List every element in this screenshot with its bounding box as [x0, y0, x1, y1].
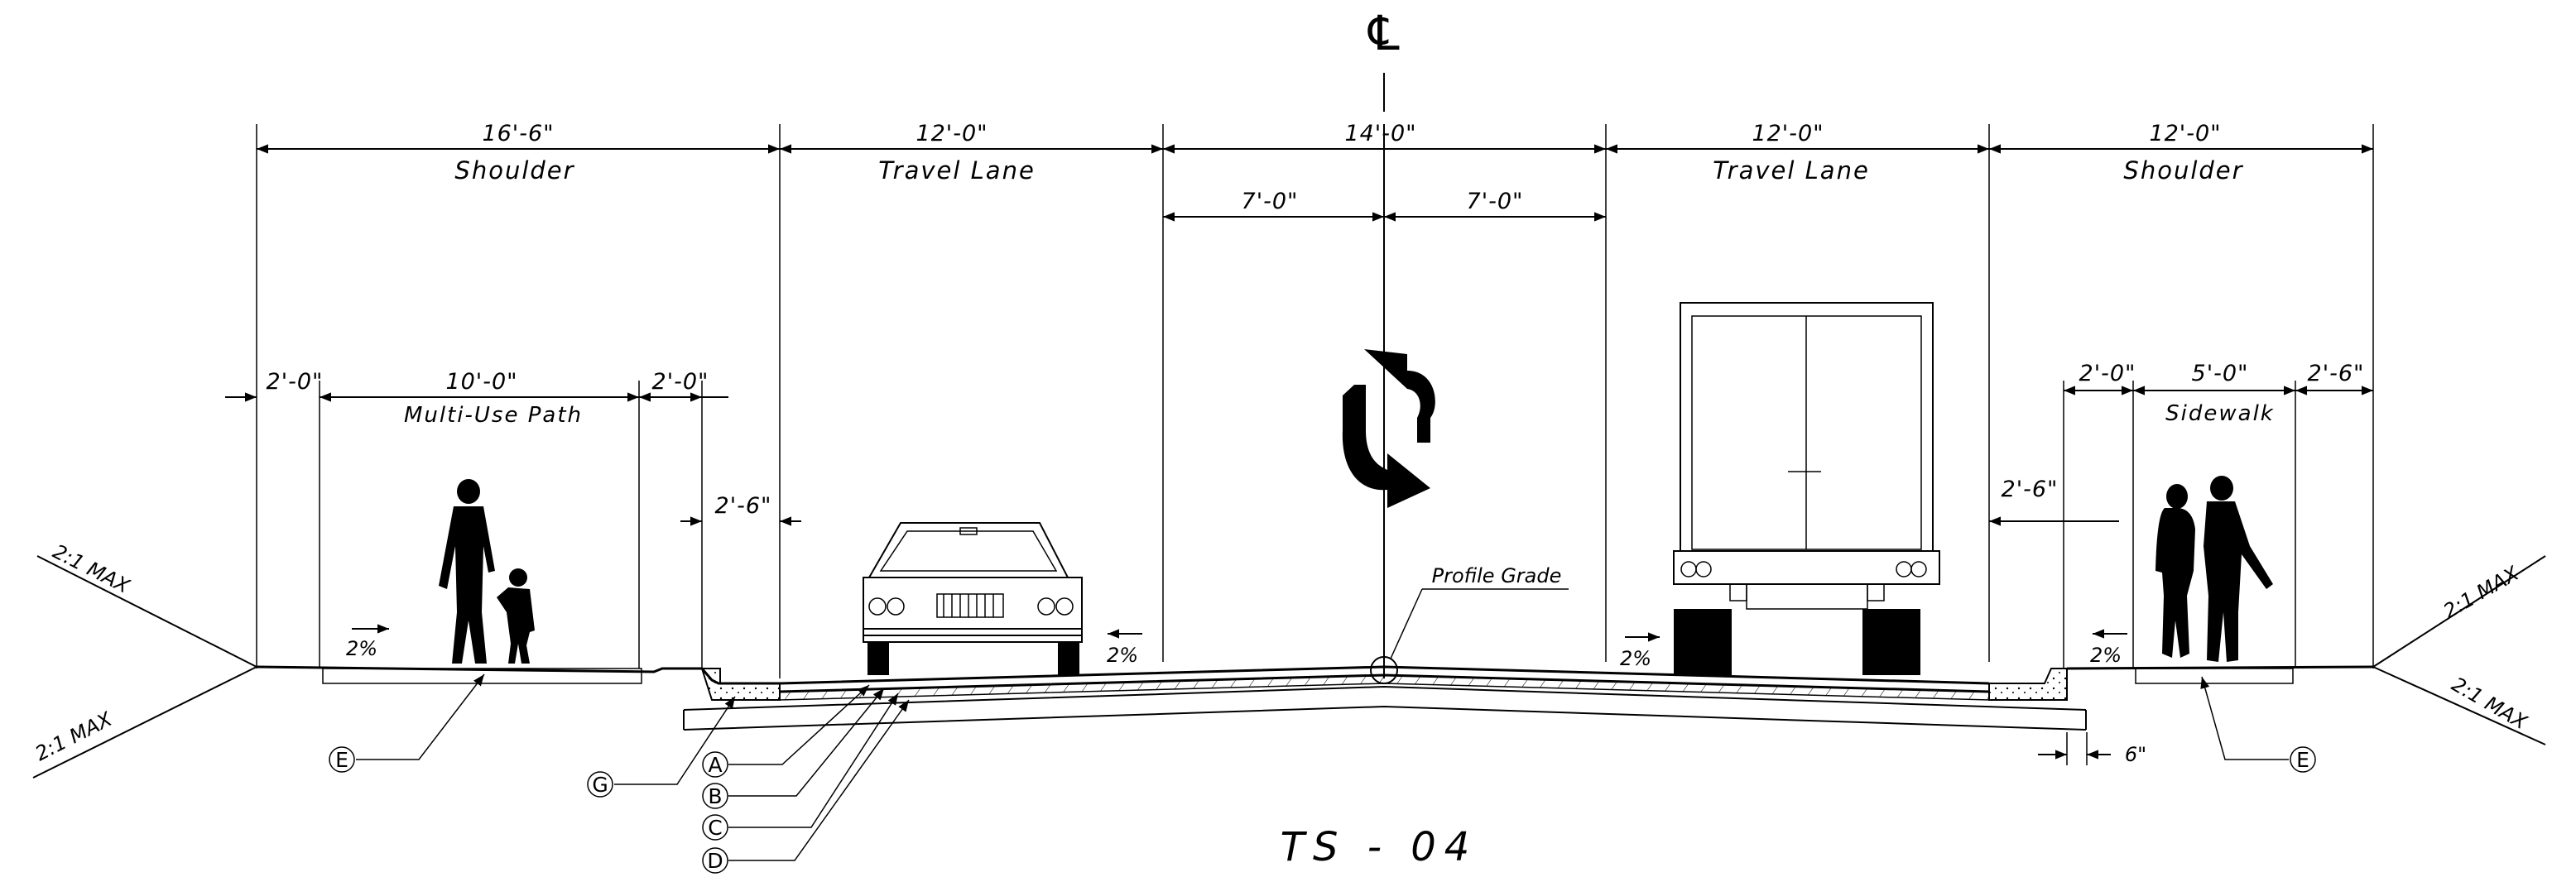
- slope-path: 2%: [346, 637, 377, 660]
- svg-text:E: E: [2296, 748, 2309, 772]
- callout-a: A: [702, 751, 728, 778]
- slope-sidewalk: 2%: [2090, 644, 2122, 667]
- svg-text:G: G: [592, 773, 608, 797]
- drawing-title: TS - 04: [1281, 824, 1478, 870]
- sidewalk-dimension-row: [1989, 386, 2373, 526]
- roadway-profile: [32, 555, 2546, 779]
- callout-e-right: E: [2290, 746, 2316, 773]
- slope-upper-right: 2:1 MAX: [2439, 562, 2523, 623]
- label-shoulder-left: Shoulder: [454, 156, 574, 185]
- dim-curb-width: 6": [2125, 743, 2146, 766]
- dim-buffer-right-inner: 2'-0": [2079, 361, 2136, 386]
- dim-buffer-right-outer: 2'-6": [2308, 361, 2365, 386]
- two-way-left-turn-icon: [1342, 349, 1435, 508]
- dim-median-half-right: 7'-0": [1467, 189, 1524, 214]
- slope-lane-right: 2%: [1620, 647, 1651, 670]
- dim-path-width: 10'-0": [445, 369, 517, 395]
- dim-curb-offset-left: 2'-6": [715, 493, 772, 519]
- pedestrian-couple-icon: [2155, 476, 2273, 662]
- label-multi-use-path: Multi-Use Path: [404, 403, 583, 428]
- dim-sidewalk-width: 5'-0": [2192, 361, 2249, 386]
- dim-buffer-left-outer: 2'-0": [267, 369, 324, 395]
- svg-text:B: B: [708, 784, 722, 808]
- extension-lines: [256, 124, 2374, 678]
- callout-c: C: [702, 814, 728, 841]
- dim-shoulder-right: 12'-0": [2149, 121, 2221, 146]
- dim-median-half-left: 7'-0": [1242, 189, 1299, 214]
- callout-leaders: [356, 673, 2289, 861]
- curb-width-dim: [2038, 732, 2111, 765]
- path-dimension-row: [225, 392, 801, 526]
- svg-text:C: C: [708, 816, 722, 840]
- callout-g: G: [587, 771, 613, 798]
- label-sidewalk: Sidewalk: [2165, 401, 2275, 426]
- callout-e-left: E: [329, 746, 355, 773]
- label-profile-grade: Profile Grade: [1432, 564, 1562, 587]
- dim-median: 14'-0": [1344, 121, 1416, 146]
- svg-text:E: E: [335, 748, 348, 772]
- svg-text:A: A: [708, 753, 722, 777]
- centerline-symbol: ℄: [1367, 5, 1399, 61]
- slope-lane-left: 2%: [1107, 644, 1138, 667]
- car-front-icon: [863, 522, 1083, 675]
- dim-shoulder-left: 16'-6": [482, 121, 554, 146]
- dim-curb-offset-right: 2'-6": [2002, 477, 2059, 502]
- label-travel-lane-right: Travel Lane: [1713, 156, 1870, 185]
- callout-d: D: [702, 847, 728, 874]
- slope-arrows: [352, 624, 2127, 642]
- dim-travel-lane-right: 12'-0": [1752, 121, 1824, 146]
- svg-text:D: D: [707, 849, 723, 873]
- dim-travel-lane-left: 12'-0": [916, 121, 988, 146]
- callout-b: B: [702, 783, 728, 809]
- pedestrian-adult-child-icon: [439, 479, 535, 664]
- label-travel-lane-left: Travel Lane: [878, 156, 1036, 185]
- truck-rear-icon: [1673, 302, 1940, 675]
- label-shoulder-right: Shoulder: [2123, 156, 2243, 185]
- slope-lower-right: 2:1 MAX: [2448, 673, 2531, 734]
- dim-buffer-left-inner: 2'-0": [652, 369, 709, 395]
